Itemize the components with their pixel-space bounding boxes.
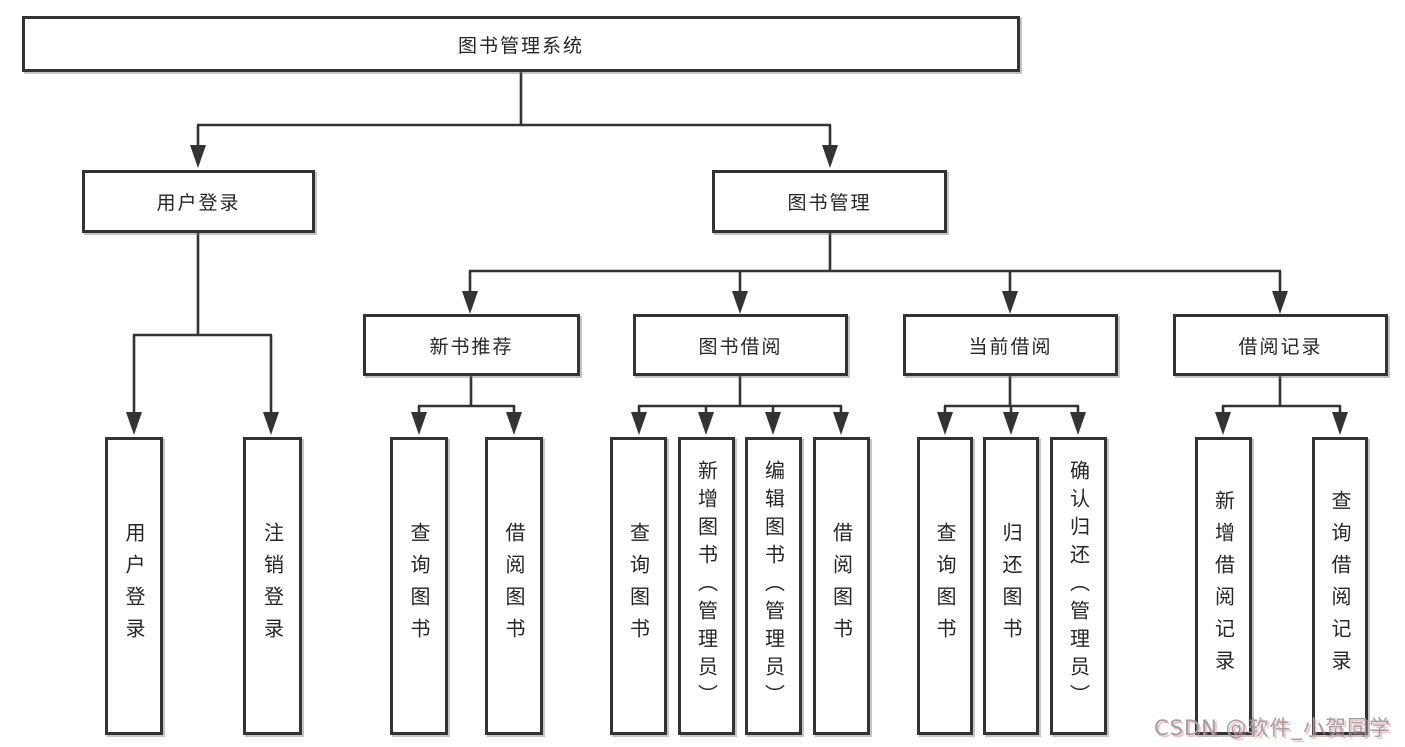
- leaf-query-books-borrow: 查询图书: [610, 437, 667, 735]
- node-root-label: 图书管理系统: [457, 34, 584, 57]
- leaf-borrow-books-label: 借阅图书: [829, 522, 854, 650]
- tree-edges: [132, 72, 1342, 416]
- leaf-confirm-return-admin: 确认归还（管理员）: [1050, 437, 1107, 735]
- leaf-query-books-recommend-label: 查询图书: [407, 522, 431, 650]
- leaf-return-books: 归还图书: [983, 437, 1039, 735]
- csdn-watermark: CSDN @软件_小贺同学: [1153, 716, 1391, 740]
- leaf-borrow-books-recommend: 借阅图书: [485, 437, 543, 735]
- leaf-add-books-admin: 新增图书（管理员）: [678, 437, 735, 735]
- node-root: 图书管理系统: [22, 16, 1020, 72]
- leaf-logout: 注销登录: [243, 437, 302, 735]
- leaf-add-borrow-record: 新增借阅记录: [1195, 437, 1252, 735]
- leaf-user-login: 用户登录: [105, 437, 163, 735]
- leaf-add-books-admin-label: 新增图书（管理员）: [694, 460, 719, 712]
- node-book-borrowing: 图书借阅: [633, 314, 848, 376]
- node-current-borrowing: 当前借阅: [903, 314, 1118, 376]
- node-borrowing-records-label: 借阅记录: [1238, 335, 1323, 358]
- leaf-edit-books-admin-label: 编辑图书（管理员）: [761, 460, 786, 712]
- node-user-login-label: 用户登录: [156, 192, 241, 214]
- node-book-management: 图书管理: [712, 170, 947, 233]
- leaf-edit-books-admin: 编辑图书（管理员）: [745, 437, 802, 735]
- node-book-borrowing-label: 图书借阅: [698, 335, 783, 358]
- leaf-add-borrow-record-label: 新增借阅记录: [1211, 490, 1236, 682]
- leaf-return-books-label: 归还图书: [999, 522, 1023, 650]
- leaf-query-borrow-record-label: 查询借阅记录: [1328, 490, 1352, 682]
- node-current-borrowing-label: 当前借阅: [968, 335, 1053, 358]
- node-borrowing-records: 借阅记录: [1173, 314, 1388, 376]
- node-user-login: 用户登录: [82, 170, 315, 233]
- node-book-management-label: 图书管理: [787, 192, 872, 214]
- leaf-logout-label: 注销登录: [260, 522, 285, 650]
- leaf-query-books-recommend: 查询图书: [390, 437, 448, 735]
- leaf-query-borrow-record: 查询借阅记录: [1312, 437, 1368, 735]
- leaf-query-books-current-label: 查询图书: [933, 522, 957, 650]
- leaf-query-books-current: 查询图书: [917, 437, 973, 735]
- leaf-query-books-borrow-label: 查询图书: [626, 522, 651, 650]
- leaf-borrow-books-recommend-label: 借阅图书: [502, 522, 526, 650]
- leaf-confirm-return-admin-label: 确认归还（管理员）: [1066, 460, 1091, 712]
- leaf-user-login-label: 用户登录: [122, 522, 146, 650]
- leaf-borrow-books: 借阅图书: [813, 437, 870, 735]
- node-new-book-recommend: 新书推荐: [363, 314, 580, 376]
- node-new-book-recommend-label: 新书推荐: [429, 335, 514, 358]
